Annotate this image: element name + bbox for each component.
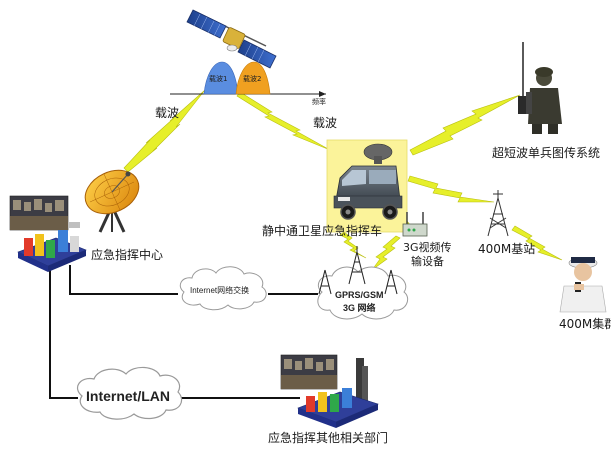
soldier-system-label: 超短波单兵图传系统 (492, 146, 601, 160)
internet-lan-label: Internet/LAN (86, 388, 170, 404)
satellite-dish-icon (84, 169, 140, 233)
internet-lan-cloud (77, 366, 183, 420)
soldier-icon (518, 42, 562, 134)
carrier-beam-2 (235, 61, 271, 95)
lightning-dish-satellite (123, 89, 206, 173)
command-vehicle-icon (326, 139, 408, 233)
video-3g-label-line1: 3G视频传 (403, 241, 452, 254)
base-station-tower-icon (487, 190, 509, 237)
internet-exchange-cloud (179, 266, 267, 311)
police-officer-icon (559, 257, 607, 313)
lightning-satellite-vehicle (236, 91, 331, 151)
carrier-1-label: 载波1 (209, 75, 228, 83)
lightning-vehicle-basestation (407, 175, 495, 203)
gprs-label-line1: GPRS/GSM (335, 290, 384, 300)
command-center-label: 应急指挥中心 (91, 248, 164, 262)
gprs-label-line2: 3G 网络 (343, 303, 376, 313)
line-center-to-internet-exchange (69, 265, 178, 295)
other-departments-building-icon (280, 354, 379, 428)
line-center-to-lan (49, 266, 78, 399)
lightning-vehicle-soldier (409, 94, 521, 156)
internet-exchange-label: Internet网络交换 (190, 286, 250, 295)
other-departments-label: 应急指挥其他相关部门 (268, 431, 389, 445)
carrier-2-label: 载波2 (243, 75, 262, 83)
video-3g-label-line2: 输设备 (411, 255, 444, 268)
satellite-icon (186, 9, 277, 69)
carrier-spectrum (170, 61, 326, 97)
wireless-links (123, 89, 563, 271)
command-center-building-icon (9, 195, 87, 272)
carrier-label-right: 载波 (313, 116, 338, 130)
gprs-network-cloud (317, 246, 409, 320)
frequency-axis-label: 频率 (312, 98, 326, 106)
cluster-400m-label: 400M集群 (559, 317, 611, 331)
base-station-label: 400M基站 (478, 242, 536, 256)
video-transmitter-icon (402, 212, 428, 237)
carrier-label-left: 载波 (155, 106, 180, 120)
wired-links (49, 265, 318, 399)
vehicle-label: 静中通卫星应急指挥车 (262, 224, 383, 238)
carrier-beam-1 (203, 61, 239, 95)
lightning-3g-gprs (371, 235, 401, 271)
lightning-basestation-cluster (511, 225, 563, 261)
